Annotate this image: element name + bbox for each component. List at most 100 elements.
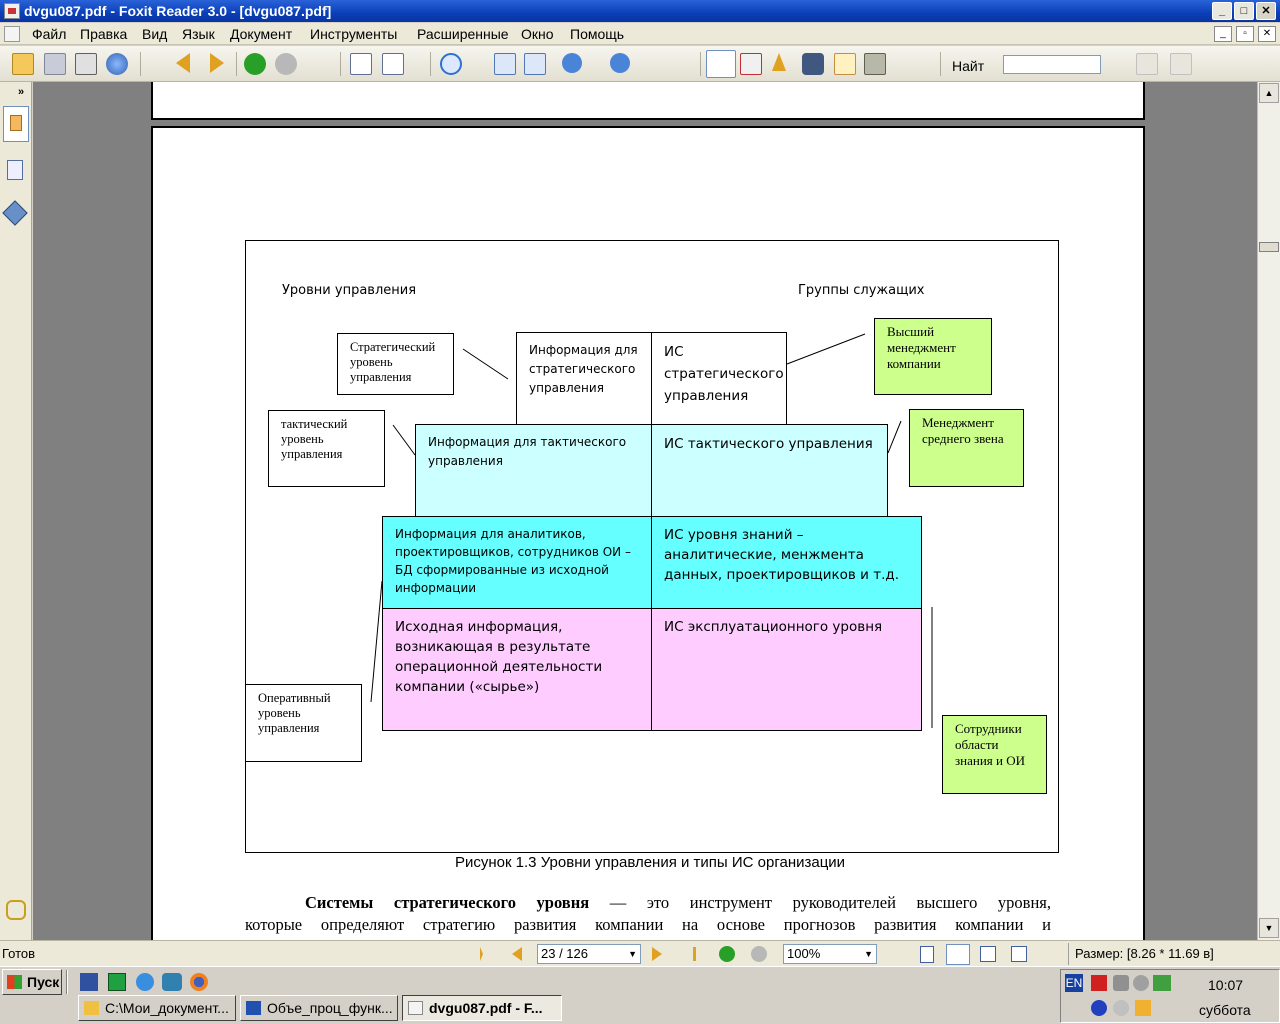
folder-icon [84, 1001, 99, 1015]
utorrent-icon[interactable] [108, 973, 126, 991]
menu-file[interactable]: Файл [32, 26, 67, 42]
kaspersky-icon[interactable] [1091, 975, 1107, 991]
menu-advanced[interactable]: Расширенные [417, 26, 509, 42]
body-bold-term: Системы стратегического уровня [305, 893, 590, 912]
system-tray: EN 10:07 суббота [1060, 969, 1280, 1023]
levels-heading: Уровни управления [282, 283, 417, 298]
text-select-icon[interactable] [740, 53, 762, 75]
prev-page-status-icon[interactable] [512, 947, 522, 961]
pages-thumbnails-icon[interactable] [7, 160, 23, 180]
zoom-in-icon[interactable] [610, 53, 630, 73]
last-page-icon[interactable] [682, 947, 696, 961]
doc-minimize-button[interactable]: _ [1214, 26, 1232, 42]
document-icon [4, 26, 20, 42]
find-next-icon[interactable] [1170, 53, 1192, 75]
find-binoculars-icon[interactable] [802, 53, 824, 75]
body-line1: — это инструмент руководителей высшего у… [589, 893, 1051, 912]
first-page-icon[interactable] [480, 947, 494, 961]
rotate-left-icon[interactable] [350, 53, 372, 75]
group-knowledge-workers-box: Сотрудники области знания и ОИ [942, 715, 1047, 794]
status-forward-icon[interactable] [751, 946, 767, 962]
snapshot-icon[interactable] [864, 53, 886, 75]
minimize-button[interactable]: _ [1212, 2, 1232, 20]
back-icon[interactable] [244, 53, 266, 75]
typewriter-icon[interactable] [834, 53, 856, 75]
word-icon [246, 1001, 261, 1015]
current-page: Уровни управления Группы служащих Информ… [151, 126, 1145, 940]
menu-window[interactable]: Окно [521, 26, 554, 42]
toolbar: Найт [0, 46, 1280, 82]
status-back-icon[interactable] [719, 946, 735, 962]
language-indicator[interactable]: EN [1065, 974, 1083, 992]
open-icon[interactable] [12, 53, 34, 75]
menu-help[interactable]: Помощь [570, 26, 625, 42]
doc-restore-button[interactable]: ▫ [1236, 26, 1254, 42]
previous-page [151, 82, 1145, 120]
find-input[interactable] [1003, 55, 1101, 74]
tray-settings-icon[interactable] [1113, 1000, 1129, 1016]
figure-caption: Рисунок 1.3 Уровни управления и типы ИС … [454, 854, 846, 871]
maximize-button[interactable]: □ [1234, 2, 1254, 20]
scroll-down-icon[interactable]: ▼ [1259, 918, 1279, 938]
zoom-select[interactable]: 100%▼ [783, 944, 877, 964]
media-player-icon[interactable] [162, 973, 182, 991]
app-icon [4, 3, 20, 19]
task-label: C:\Мои_документ... [105, 1000, 229, 1016]
task-foxit-reader[interactable]: dvgu087.pdf - F... [402, 995, 562, 1021]
print-icon[interactable] [75, 53, 97, 75]
zoom-out-icon[interactable] [562, 53, 582, 73]
groups-heading: Группы служащих [798, 283, 925, 298]
navigation-panel: » [0, 82, 32, 940]
layers-icon[interactable] [2, 200, 28, 226]
page-number-input[interactable]: 23 / 126▼ [537, 944, 641, 964]
task-my-documents[interactable]: C:\Мои_документ... [78, 995, 236, 1021]
vertical-scrollbar[interactable]: ▲ ▼ [1257, 82, 1280, 940]
fit-width-icon[interactable] [524, 53, 546, 75]
network-icon[interactable] [1153, 975, 1171, 991]
rotate-right-icon[interactable] [382, 53, 404, 75]
facing-page-icon[interactable] [980, 946, 996, 962]
scroll-up-icon[interactable]: ▲ [1259, 83, 1279, 103]
prev-page-icon[interactable] [176, 53, 190, 73]
tray-app-icon[interactable] [1091, 1000, 1107, 1016]
single-page-icon[interactable] [920, 946, 934, 963]
drive-icon[interactable] [1113, 975, 1129, 991]
next-page-status-icon[interactable] [652, 947, 662, 961]
group-middle-management-box: Менеджмент среднего звена [909, 409, 1024, 487]
firefox-icon[interactable] [190, 973, 208, 991]
ie-icon[interactable] [136, 973, 154, 991]
forward-icon[interactable] [275, 53, 297, 75]
attachments-icon[interactable] [6, 900, 26, 920]
task-word-document[interactable]: Объе_проц_функ... [240, 995, 398, 1021]
show-desktop-icon[interactable] [80, 973, 98, 991]
volume-icon[interactable] [1133, 975, 1149, 991]
save-icon[interactable] [44, 53, 66, 75]
group-top-management-box: Высший менеджмент компании [874, 318, 992, 395]
start-button[interactable]: Пуск [2, 969, 62, 995]
clock-day: суббота [1199, 1002, 1251, 1018]
zoom-tool-icon[interactable] [440, 53, 462, 75]
next-page-icon[interactable] [210, 53, 224, 73]
fit-page-icon[interactable] [494, 53, 516, 75]
continuous-facing-icon[interactable] [1011, 946, 1027, 962]
menu-tools[interactable]: Инструменты [310, 26, 398, 42]
find-prev-icon[interactable] [1136, 53, 1158, 75]
close-button[interactable]: ✕ [1256, 2, 1276, 20]
document-viewport[interactable]: Уровни управления Группы служащих Информ… [33, 82, 1257, 940]
menu-view[interactable]: Вид [142, 26, 168, 42]
menu-document[interactable]: Документ [230, 26, 293, 42]
menu-edit[interactable]: Правка [80, 26, 128, 42]
expand-panel-icon[interactable]: » [18, 86, 25, 98]
bookmarks-icon[interactable] [3, 106, 29, 142]
zoom-value: 100% [787, 946, 821, 961]
info-strategic-box: Информация для стратегического управлени… [516, 332, 652, 427]
scroll-thumb[interactable] [1259, 242, 1279, 252]
select-arrow-icon[interactable] [772, 53, 786, 71]
continuous-page-icon[interactable] [946, 944, 970, 965]
email-icon[interactable] [106, 53, 128, 75]
doc-close-button[interactable]: ✕ [1258, 26, 1276, 42]
hand-tool-icon[interactable] [706, 50, 736, 78]
level-operational-box: Оперативный уровень управления [245, 684, 362, 762]
menu-language[interactable]: Язык [182, 26, 215, 42]
tray-folder-icon[interactable] [1135, 1000, 1151, 1016]
